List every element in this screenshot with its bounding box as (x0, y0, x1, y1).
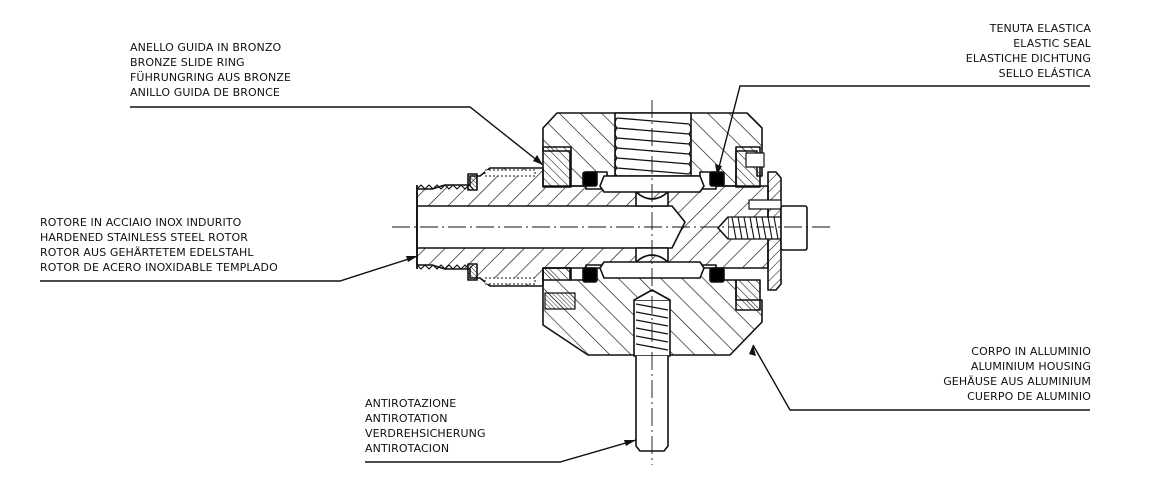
label-line: ANTIROTACION (365, 442, 450, 455)
label-line: VERDREHSICHERUNG (365, 427, 486, 440)
label-line: HARDENED STAINLESS STEEL ROTOR (40, 231, 248, 244)
leader-lines (40, 85, 1090, 463)
leader-elastic-seal (716, 85, 1090, 176)
label-elastic-seal: TENUTA ELASTICA ELASTIC SEAL ELASTICHE D… (966, 21, 1091, 81)
label-line: ROTOR AUS GEHÄRTETEM EDELSTAHL (40, 246, 254, 259)
label-line: ELASTIC SEAL (1013, 37, 1091, 50)
label-line: ANTIROTAZIONE (365, 397, 457, 410)
center-lines (392, 100, 830, 465)
label-line: BRONZE SLIDE RING (130, 56, 245, 69)
end-cap (717, 171, 808, 291)
leader-antirotation (365, 439, 637, 463)
label-line: ROTORE IN ACCIAIO INOX INDURITO (40, 216, 242, 229)
leader-rotor (40, 255, 419, 282)
leader-housing (752, 344, 1090, 411)
label-bronze-slide-ring: ANELLO GUIDA IN BRONZO BRONZE SLIDE RING… (130, 40, 291, 100)
label-line: ANTIROTATION (365, 412, 448, 425)
label-line: ANELLO GUIDA IN BRONZO (130, 41, 282, 54)
label-line: ROTOR DE ACERO INOXIDABLE TEMPLADO (40, 261, 278, 274)
label-line: ALUMINIUM HOUSING (970, 360, 1091, 373)
leader-arrowheads (406, 155, 756, 446)
label-housing: CORPO IN ALLUMINIO ALUMINIUM HOUSING GEH… (943, 344, 1091, 404)
top-port-thread (614, 112, 692, 177)
leader-slide-ring (130, 106, 544, 166)
label-line: CORPO IN ALLUMINIO (971, 345, 1091, 358)
label-line: TENUTA ELASTICA (989, 22, 1091, 35)
label-antirotation: ANTIROTAZIONE ANTIROTATION VERDREHSICHER… (365, 396, 486, 456)
label-line: ANILLO GUIDA DE BRONCE (130, 86, 280, 99)
label-line: SELLO ELÁSTICA (998, 67, 1091, 80)
label-line: FÜHRUNGRING AUS BRONZE (130, 71, 292, 84)
label-line: GEHÄUSE AUS ALUMINIUM (943, 375, 1091, 388)
label-rotor: ROTORE IN ACCIAIO INOX INDURITO HARDENED… (40, 215, 278, 275)
antirotation-pin (633, 289, 671, 452)
grub-screw (544, 292, 576, 310)
label-line: ELASTICHE DICHTUNG (965, 52, 1091, 65)
rotor-nut-ring (467, 169, 536, 285)
label-line: CUERPO DE ALUMINIO (967, 390, 1091, 403)
ring-pin (745, 152, 765, 168)
